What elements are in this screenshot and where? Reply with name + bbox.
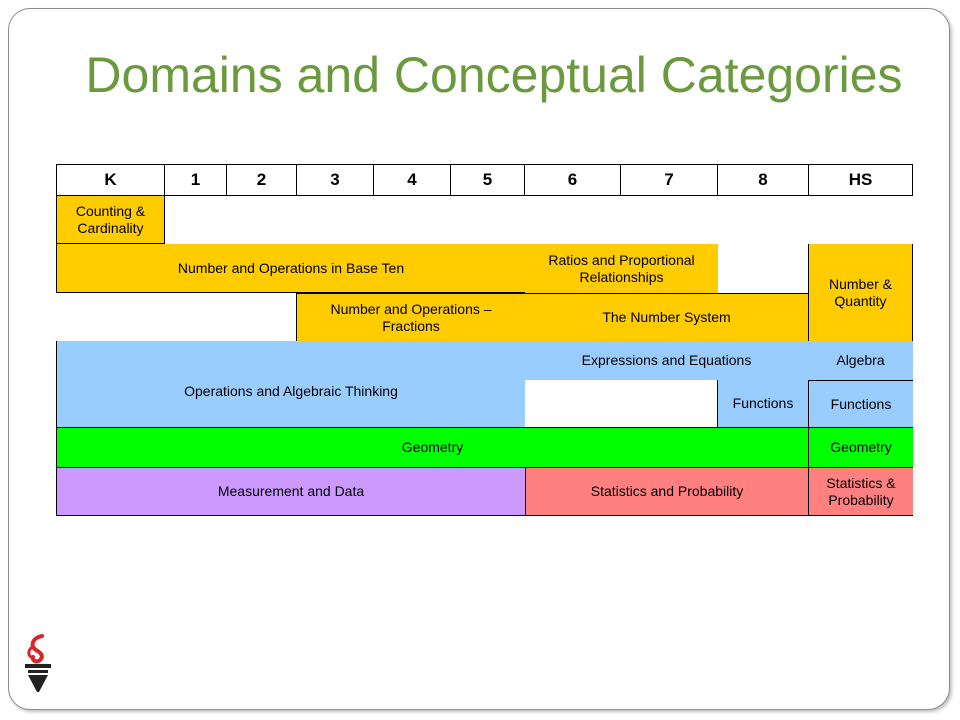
header-k: K (56, 164, 165, 196)
header-5: 5 (450, 164, 525, 196)
torch-logo-icon (25, 634, 51, 692)
domain-algebra: Algebra (808, 341, 913, 380)
domain-expressions-equations: Expressions and Equations (525, 341, 808, 380)
domain-number-operations-base-ten: Number and Operations in Base Ten (56, 244, 525, 293)
domain-functions-grade8: Functions (717, 380, 808, 427)
domain-counting-cardinality: Counting & Cardinality (56, 196, 165, 244)
domain-number-system: The Number System (525, 293, 808, 341)
header-3: 3 (296, 164, 374, 196)
table-gap (525, 380, 718, 427)
header-7: 7 (620, 164, 718, 196)
header-8: 8 (717, 164, 809, 196)
domain-number-operations-fractions: Number and Operations – Fractions (296, 293, 525, 341)
domain-geometry-hs: Geometry (808, 427, 913, 467)
header-2: 2 (226, 164, 297, 196)
header-1: 1 (164, 164, 227, 196)
domain-statistics-probability-hs: Statistics & Probability (808, 467, 913, 516)
domain-statistics-probability: Statistics and Probability (525, 467, 808, 516)
domain-functions-hs: Functions (808, 380, 913, 427)
header-6: 6 (524, 164, 621, 196)
domain-geometry: Geometry (56, 427, 808, 467)
domains-table: K 1 2 3 4 5 6 7 8 HS Counting & Cardinal… (56, 164, 913, 516)
header-hs: HS (808, 164, 913, 196)
domain-ratios-proportional: Ratios and Proportional Relationships (525, 244, 718, 293)
domain-measurement-data: Measurement and Data (56, 467, 525, 516)
domain-number-quantity: Number & Quantity (808, 244, 913, 341)
slide-title: Domains and Conceptual Categories (85, 47, 903, 103)
header-4: 4 (373, 164, 451, 196)
domain-operations-algebraic-thinking: Operations and Algebraic Thinking (56, 341, 525, 427)
